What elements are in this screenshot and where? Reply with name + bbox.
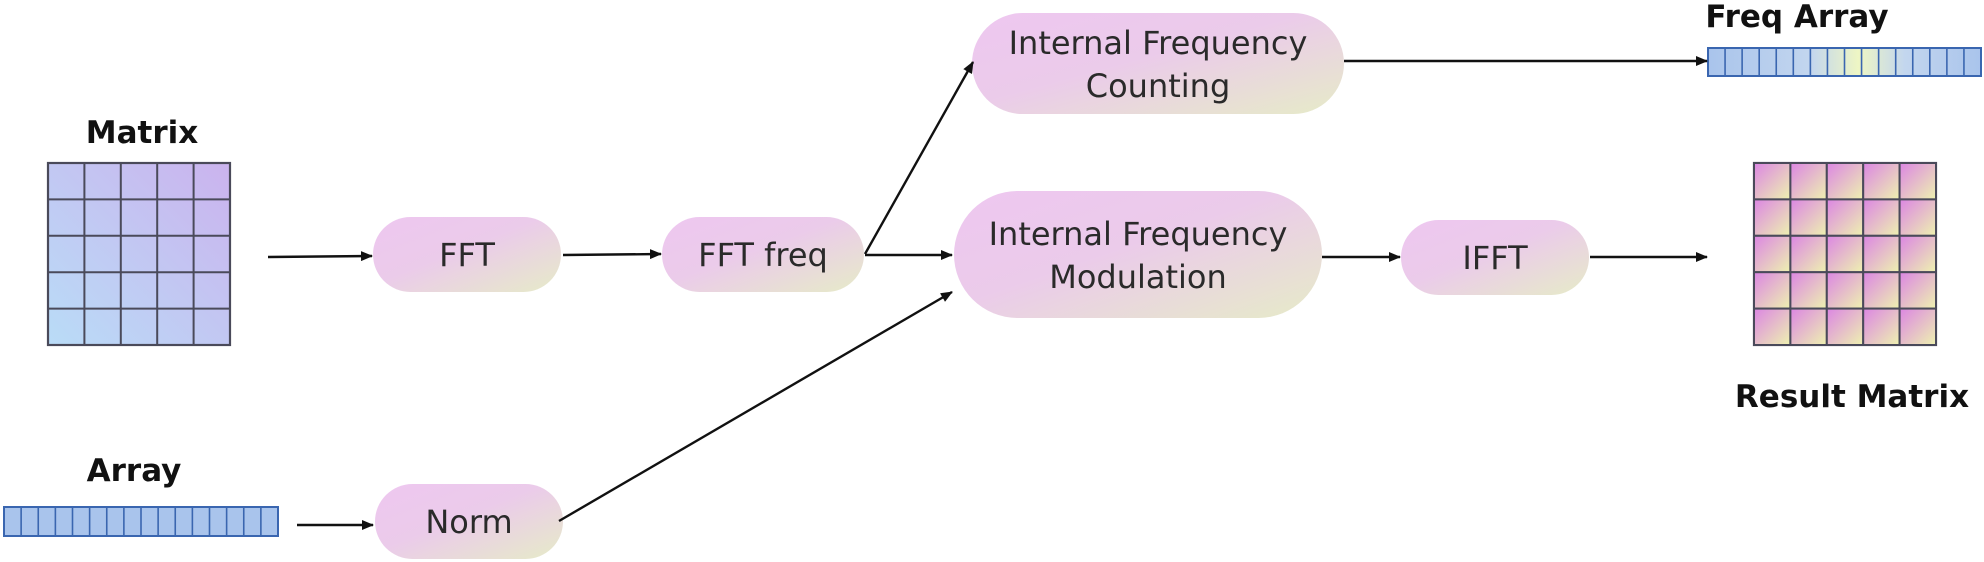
result-matrix-cell xyxy=(1862,198,1901,237)
fft-node: FFT xyxy=(373,217,561,292)
arrow-norm-to-ifm xyxy=(558,290,953,523)
result-matrix-cell xyxy=(1789,162,1828,201)
result-matrix-cell xyxy=(1825,198,1865,237)
norm-label: Norm xyxy=(425,503,512,541)
result-matrix-label: Result Matrix xyxy=(1735,379,1969,415)
input-array-strip xyxy=(3,506,279,537)
result-matrix-cell xyxy=(1898,307,1937,347)
norm-node: Norm xyxy=(375,484,563,559)
input-matrix-grid xyxy=(46,161,232,347)
freq-array-strip xyxy=(1707,47,1982,77)
result-matrix-cell xyxy=(1862,234,1901,274)
connector-arrows xyxy=(267,56,1708,530)
result-matrix-cell xyxy=(1862,271,1901,310)
arrow-fft-to-fftfreq xyxy=(562,249,662,260)
result-matrix-cell xyxy=(1825,234,1865,274)
matrix-label: Matrix xyxy=(86,115,199,151)
result-matrix-cell xyxy=(1898,234,1937,274)
ifc-label-line2: Counting xyxy=(1086,67,1231,105)
result-matrix-cell xyxy=(1753,198,1792,237)
result-matrix-cell xyxy=(1825,271,1865,310)
result-matrix-cell xyxy=(1825,307,1865,347)
result-matrix-cell xyxy=(1789,271,1828,310)
freq-array-label: Freq Array xyxy=(1705,0,1888,35)
ifft-node: IFFT xyxy=(1401,220,1589,295)
result-matrix-cell xyxy=(1789,198,1828,237)
fft-freq-node: FFT freq xyxy=(662,217,864,292)
arrow-fftfreq-to-ifc xyxy=(863,61,975,255)
result-matrix-cell xyxy=(1753,271,1792,310)
result-matrix-cell xyxy=(1862,307,1901,347)
ifm-label-line1: Internal Frequency xyxy=(989,215,1288,253)
fft-label: FFT xyxy=(439,236,495,274)
result-matrix-cell xyxy=(1898,271,1937,310)
result-matrix-cell xyxy=(1898,162,1937,201)
array-label: Array xyxy=(87,453,182,489)
result-matrix-cell xyxy=(1862,162,1901,201)
result-matrix-cell xyxy=(1825,162,1865,201)
result-matrix-cell xyxy=(1753,307,1792,347)
ifc-label-line1: Internal Frequency xyxy=(1009,24,1308,62)
ifm-label-line2: Modulation xyxy=(1049,258,1227,296)
fft-freq-label: FFT freq xyxy=(698,236,828,274)
ifft-label: IFFT xyxy=(1462,239,1528,277)
result-matrix-cell xyxy=(1789,234,1828,274)
result-matrix-cell xyxy=(1789,307,1828,347)
result-matrix-cell xyxy=(1753,234,1792,274)
result-matrix-cell xyxy=(1753,162,1792,201)
internal-frequency-modulation-node: Internal Frequency Modulation xyxy=(954,191,1322,318)
result-matrix-cell xyxy=(1898,198,1937,237)
internal-frequency-counting-node: Internal Frequency Counting xyxy=(972,13,1344,114)
result-matrix-grid xyxy=(1752,161,1938,347)
arrow-matrix-to-fft xyxy=(267,251,373,262)
